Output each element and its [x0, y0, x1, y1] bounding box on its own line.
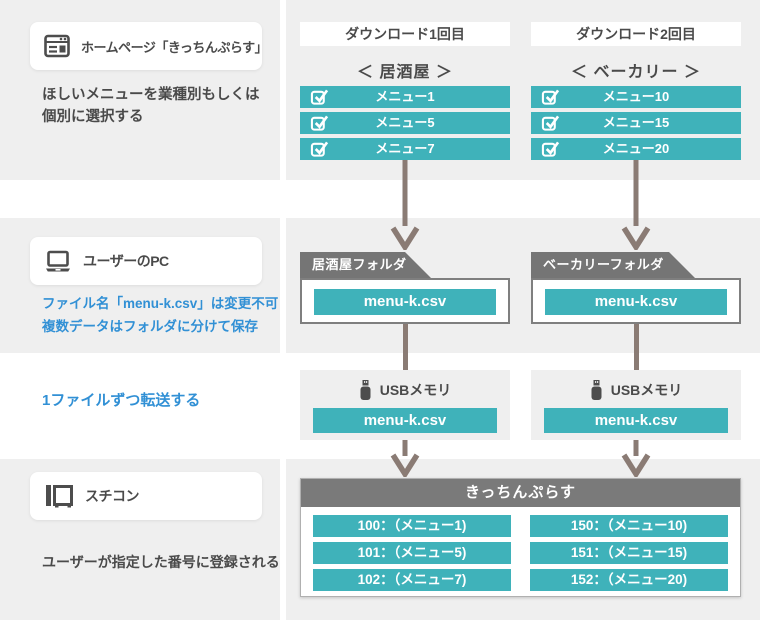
checkbox-checked-icon — [541, 89, 560, 105]
menu-item-checkbox[interactable]: メニュー1 — [300, 86, 510, 108]
pc-label: ユーザーのPC — [83, 253, 169, 269]
registration-entry: 100：（メニュー1) — [313, 515, 511, 537]
registration-entry: 151：（メニュー15) — [530, 542, 728, 564]
homepage-description: ほしいメニューを業種別もしくは 個別に選択する — [42, 87, 260, 125]
pc-description: ファイル名「menu-k.csv」は変更不可 複数データはフォルダに分けて保存 — [42, 296, 279, 334]
usb-box-1: USBメモリ menu-k.csv — [300, 370, 510, 440]
homepage-label-box: ホームページ「きっちんぷらす」 — [30, 22, 268, 70]
transfer-note: 1ファイルずつ転送する — [42, 392, 201, 409]
checkbox-checked-icon — [310, 89, 329, 105]
kitchen-plus-result-box: きっちんぷらす 100：（メニュー1) 101：（メニュー5) 102：（メニュ… — [300, 478, 741, 597]
registration-entry: 101：（メニュー5) — [313, 542, 511, 564]
registration-entry: 152：（メニュー20) — [530, 569, 728, 591]
menu-item-checkbox[interactable]: メニュー20 — [531, 138, 741, 160]
browser-window-icon — [44, 34, 70, 58]
download-2-header: ダウンロード2回目 — [531, 22, 741, 46]
oven-label-box: スチコン — [30, 472, 262, 520]
pc-label-box: ユーザーのPC — [30, 237, 262, 285]
folder-tab-bakery: ベーカリーフォルダ — [531, 252, 695, 278]
laptop-icon — [46, 250, 70, 271]
category-bakery: ＜ ベーカリー ＞ — [571, 64, 701, 81]
usb-stick-icon — [360, 380, 371, 400]
down-arrow-icon — [621, 160, 651, 250]
down-arrow-icon — [390, 160, 420, 250]
steam-oven-icon — [46, 485, 73, 508]
folder-tab-izakaya: 居酒屋フォルダ — [300, 252, 431, 278]
checkbox-checked-icon — [541, 115, 560, 131]
csv-file: menu-k.csv — [544, 408, 728, 433]
csv-file: menu-k.csv — [314, 289, 496, 315]
oven-label: スチコン — [85, 488, 140, 504]
oven-description: ユーザーが指定した番号に登録される — [42, 554, 280, 570]
category-izakaya: ＜ 居酒屋 ＞ — [357, 64, 453, 81]
menu-item-checkbox[interactable]: メニュー10 — [531, 86, 741, 108]
usb-label: USBメモリ — [379, 382, 452, 398]
connector-line — [403, 324, 408, 370]
registration-entry: 150：（メニュー10) — [530, 515, 728, 537]
registration-entry: 102：（メニュー7) — [313, 569, 511, 591]
homepage-label: ホームページ「きっちんぷらす」 — [81, 39, 268, 55]
menu-item-checkbox[interactable]: メニュー7 — [300, 138, 510, 160]
checkbox-checked-icon — [541, 141, 560, 157]
result-column-1: 100：（メニュー1) 101：（メニュー5) 102：（メニュー7) — [313, 515, 511, 596]
down-arrow-icon — [390, 440, 420, 477]
csv-file: menu-k.csv — [545, 289, 727, 315]
checkbox-checked-icon — [310, 141, 329, 157]
usb-label: USBメモリ — [610, 382, 683, 398]
folder-body-bakery: menu-k.csv — [531, 278, 741, 324]
download-1-header: ダウンロード1回目 — [300, 22, 510, 46]
result-box-title: きっちんぷらす — [301, 479, 740, 507]
result-column-2: 150：（メニュー10) 151：（メニュー15) 152：（メニュー20) — [530, 515, 728, 596]
down-arrow-icon — [621, 440, 651, 477]
checkbox-checked-icon — [310, 115, 329, 131]
folder-body-izakaya: menu-k.csv — [300, 278, 510, 324]
menu-item-checkbox[interactable]: メニュー15 — [531, 112, 741, 134]
menu-item-checkbox[interactable]: メニュー5 — [300, 112, 510, 134]
usb-stick-icon — [591, 380, 602, 400]
csv-file: menu-k.csv — [313, 408, 497, 433]
usb-box-2: USBメモリ menu-k.csv — [531, 370, 741, 440]
connector-line — [634, 324, 639, 370]
